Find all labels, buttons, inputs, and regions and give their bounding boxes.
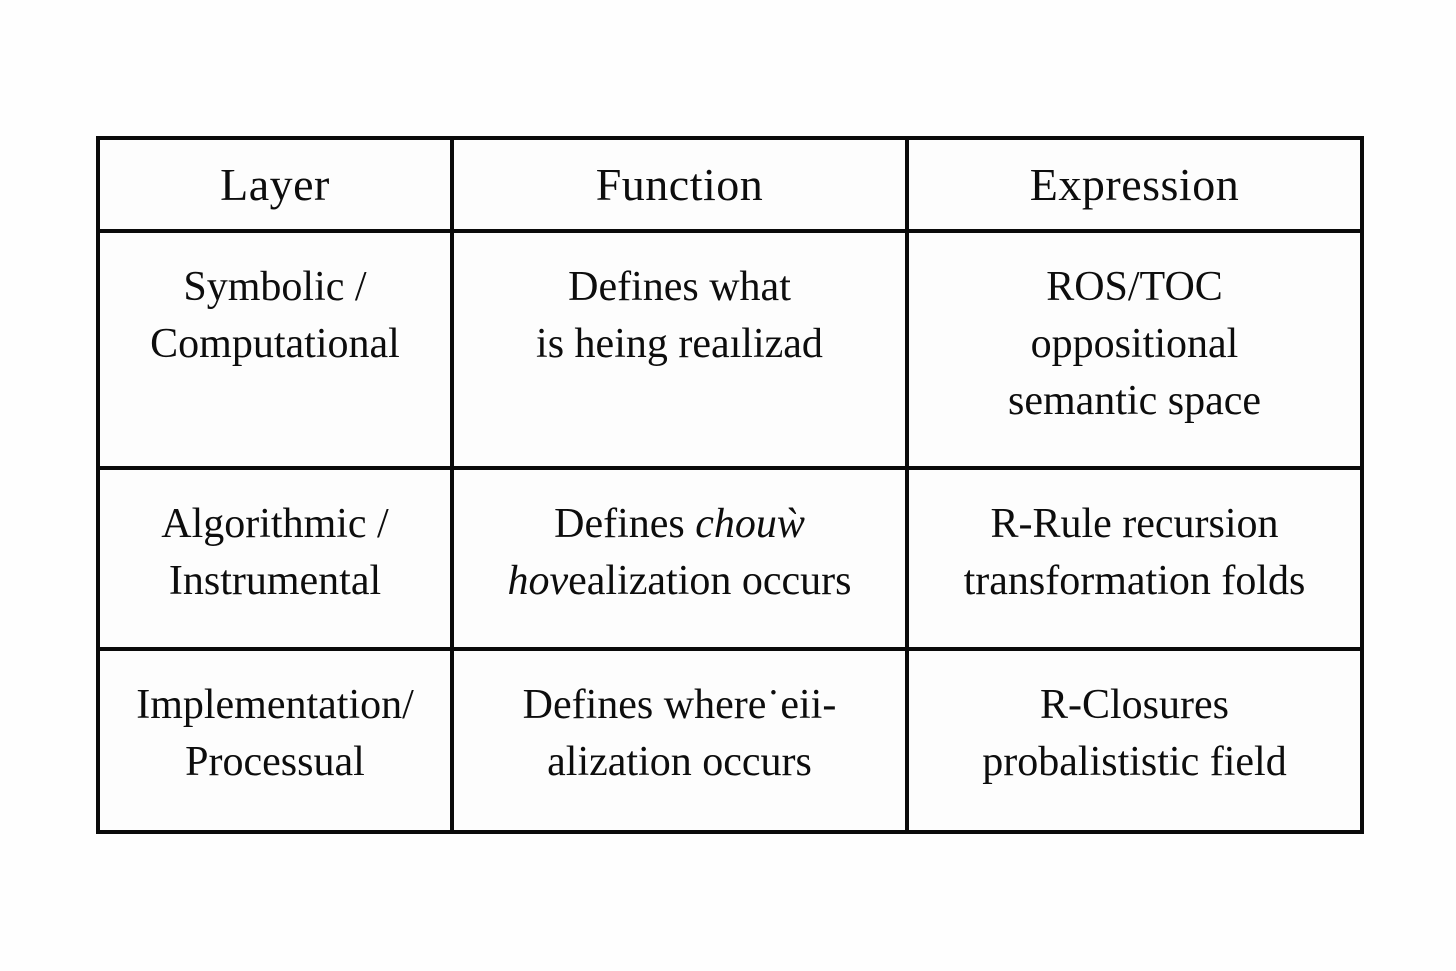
cell-text-segment-italic: chouẁ bbox=[695, 501, 805, 547]
cell-function-implementation: Defines where˙eii- alization occurs bbox=[450, 647, 909, 834]
cell-layer-symbolic: Symbolic / Computational bbox=[96, 229, 454, 470]
layers-table: Layer Function Expression Symbolic / Com… bbox=[96, 136, 1364, 834]
cell-text-segment: ealization occurs bbox=[568, 558, 852, 605]
cell-expression-symbolic: ROS/TOC oppositional semantic space bbox=[905, 229, 1364, 470]
cell-text-line: Computational bbox=[150, 321, 400, 368]
cell-text-line: Processual bbox=[185, 739, 365, 786]
cell-text-line: Implementation/ bbox=[136, 682, 414, 728]
cell-text-line: probalististic field bbox=[982, 739, 1287, 786]
cell-text-segment: Defines bbox=[554, 501, 696, 547]
table-row-implementation: Implementation/ Processual Defines where… bbox=[96, 647, 1364, 834]
header-label-layer: Layer bbox=[220, 159, 330, 210]
cell-text-line: Algorithmic / bbox=[161, 501, 389, 547]
cell-text-line: Defines where˙eii- bbox=[522, 682, 837, 728]
cell-function-algorithmic: Defines chouẁ hovealization occurs bbox=[450, 466, 909, 651]
cell-expression-algorithmic: R-Rule recursion transformation folds bbox=[905, 466, 1364, 651]
cell-layer-implementation: Implementation/ Processual bbox=[96, 647, 454, 834]
table-row-algorithmic: Algorithmic / Instrumental Defines chouẁ… bbox=[96, 466, 1364, 651]
cell-layer-algorithmic: Algorithmic / Instrumental bbox=[96, 466, 454, 651]
cell-text-line: Instrumental bbox=[168, 558, 382, 605]
header-cell-expression: Expression bbox=[905, 136, 1364, 233]
cell-text-line: hovealization occurs bbox=[456, 553, 903, 610]
cell-text-line: semantic space bbox=[1007, 378, 1262, 425]
cell-text-line: transformation folds bbox=[963, 558, 1306, 605]
cell-text-line: alization occurs bbox=[547, 739, 812, 786]
table-row-symbolic: Symbolic / Computational Defines what is… bbox=[96, 229, 1364, 470]
cell-text-line: ROS/TOC bbox=[1046, 264, 1223, 310]
cell-text-line: R-Rule recursion bbox=[990, 501, 1279, 547]
cell-function-symbolic: Defines what is heing reaılizad bbox=[450, 229, 909, 470]
cell-text-line: R-Closures bbox=[1040, 682, 1229, 728]
header-cell-layer: Layer bbox=[96, 136, 454, 233]
header-label-expression: Expression bbox=[1029, 159, 1240, 210]
header-cell-function: Function bbox=[450, 136, 909, 233]
table-header-row: Layer Function Expression bbox=[96, 136, 1364, 233]
cell-text-line: Defines chouẁ bbox=[456, 496, 903, 553]
cell-text-line: is heing reaılizad bbox=[536, 321, 823, 368]
cell-text-line: oppositional bbox=[1030, 321, 1239, 368]
cell-text-line: Symbolic / bbox=[183, 264, 367, 310]
header-label-function: Function bbox=[595, 159, 764, 210]
cell-expression-implementation: R-Closures probalististic field bbox=[905, 647, 1364, 834]
cell-text-line: Defines what bbox=[568, 264, 791, 310]
cell-text-segment-italic: hov bbox=[507, 558, 569, 605]
